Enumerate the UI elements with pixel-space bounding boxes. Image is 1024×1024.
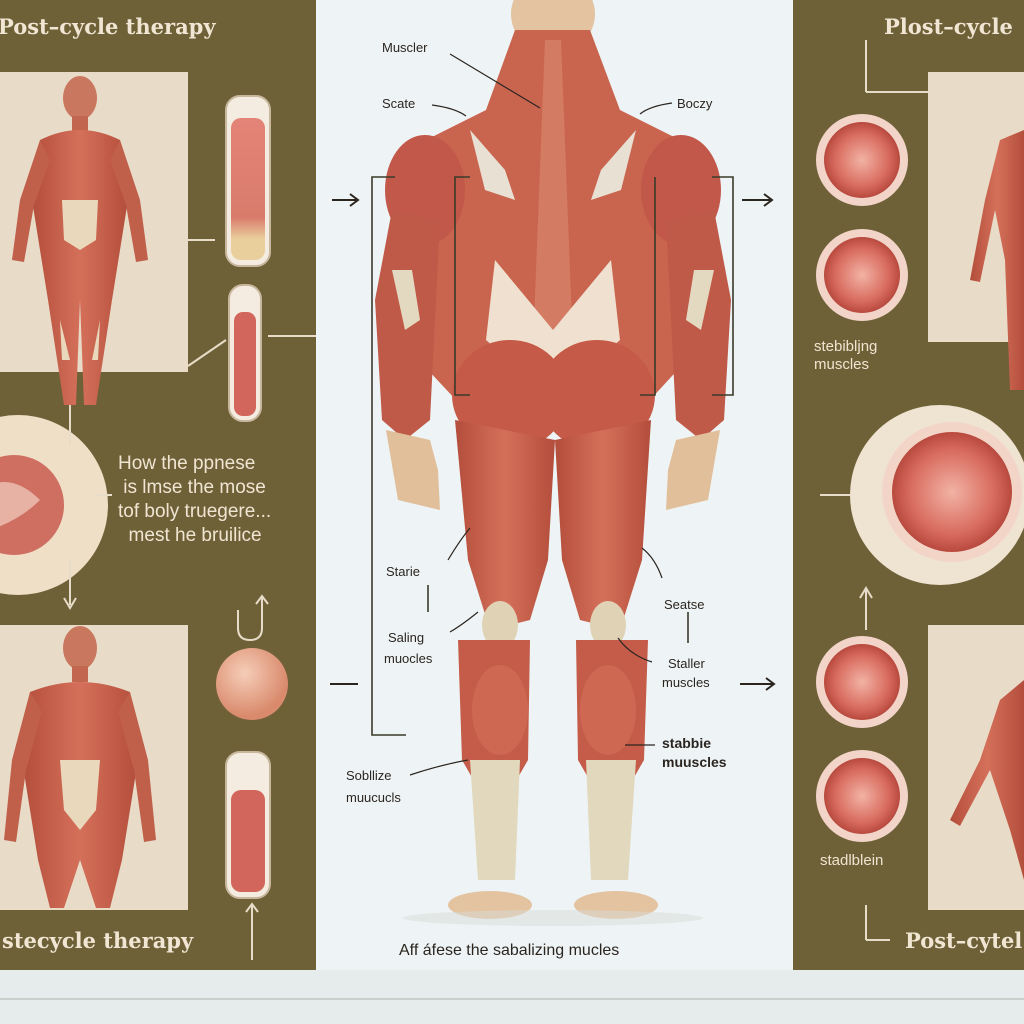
- arrow-right-icon: [740, 677, 776, 691]
- vial-3: [225, 751, 271, 899]
- label-stabbie: stabbie: [662, 735, 712, 751]
- label-saling-b: muocles: [384, 651, 433, 666]
- left-top-figure: [12, 76, 148, 405]
- vial-1: [225, 95, 271, 267]
- center-caption: Aff áfese the sabalizing mucles: [399, 942, 620, 959]
- right-label-mid: stebibljng muscles: [814, 338, 878, 373]
- label-seatse: Seatse: [664, 597, 705, 612]
- left-title-bottom: stecycle therapy: [2, 928, 194, 953]
- arrow-down-icon: [63, 597, 77, 610]
- right-fruit-mid: [816, 229, 908, 321]
- right-fruit-low2: [816, 750, 908, 842]
- label-scate: Scate: [382, 96, 416, 111]
- right-title-top: Plost–cycle: [884, 14, 1013, 39]
- vial-2: [228, 284, 262, 422]
- arrow-right-icon: [742, 193, 774, 207]
- left-title-top: Post–cycle therapy: [0, 14, 216, 39]
- arrow-up-icon: [245, 902, 259, 960]
- label-staller: Staller: [668, 656, 705, 671]
- label-sobllize: Sobllize: [346, 768, 392, 783]
- left-bottom-figure: [4, 626, 156, 908]
- right-top-figure: [970, 130, 1024, 390]
- label-saling: Saling: [388, 630, 425, 645]
- label-muscler: Muscler: [382, 40, 428, 55]
- sphere: [216, 648, 288, 720]
- u-turn-icon: [237, 594, 269, 642]
- label-starie: Starie: [386, 564, 420, 579]
- label-sobllize-b: muucucls: [346, 790, 401, 805]
- bottom-strip: [0, 970, 1024, 1024]
- label-boczy: Boczy: [677, 96, 713, 111]
- bottom-divider: [0, 998, 1024, 1000]
- arrow-up-icon: [859, 586, 873, 599]
- right-label-bottom: stadlblein: [820, 852, 884, 869]
- right-fruit-top: [816, 114, 908, 206]
- right-title-bottom: Post–cytel: [905, 928, 1023, 953]
- left-body-text: How the ppnese is lmse the mose tof boly…: [118, 453, 272, 546]
- arrow-right-icon: [332, 193, 360, 207]
- right-bottom-figure: [950, 680, 1024, 880]
- right-fruit-low1: [816, 636, 908, 728]
- label-stabbie-b: muuscles: [662, 754, 727, 770]
- right-fruit-large: [850, 405, 1024, 585]
- center-body: [375, 0, 731, 926]
- label-staller-b: muscles: [662, 675, 710, 690]
